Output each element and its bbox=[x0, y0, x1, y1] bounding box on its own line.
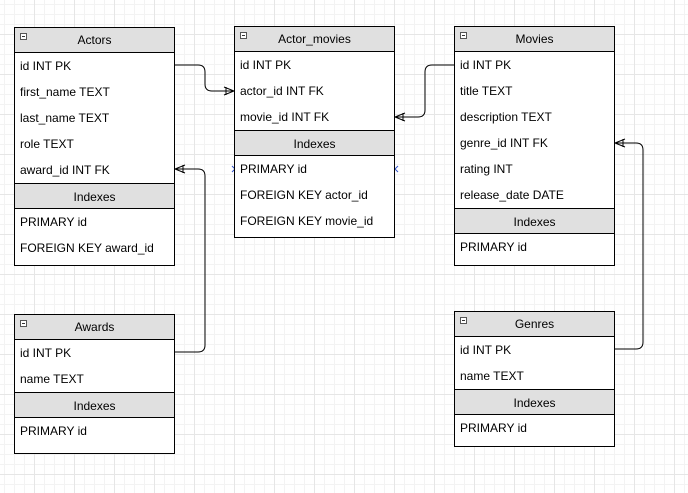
movies-indexes-header: Indexes bbox=[455, 208, 614, 234]
genres-field[interactable]: name TEXT bbox=[460, 369, 524, 383]
genres-field[interactable]: id INT PK bbox=[460, 343, 512, 357]
movies-header[interactable]: Movies bbox=[455, 27, 614, 52]
link-genres-movies bbox=[615, 142, 644, 350]
genres-indexes-header: Indexes bbox=[455, 389, 614, 415]
crowfoot-movies-genre-id bbox=[613, 138, 626, 148]
collapse-icon[interactable] bbox=[460, 32, 467, 39]
actor-movies-field[interactable]: actor_id INT FK bbox=[240, 84, 324, 98]
genres-table[interactable]: Genres id INT PK name TEXT Indexes PRIMA… bbox=[454, 311, 615, 447]
actor-movies-field[interactable]: movie_id INT FK bbox=[240, 110, 330, 124]
actors-indexes-header: Indexes bbox=[15, 183, 174, 209]
movies-field[interactable]: id INT PK bbox=[460, 58, 512, 72]
movies-table[interactable]: Movies id INT PK title TEXT description … bbox=[454, 26, 615, 266]
link-awards-actors bbox=[175, 168, 206, 353]
movies-field[interactable]: genre_id INT FK bbox=[460, 136, 548, 150]
awards-index[interactable]: PRIMARY id bbox=[20, 424, 87, 438]
actors-field[interactable]: first_name TEXT bbox=[20, 85, 110, 99]
awards-field[interactable]: name TEXT bbox=[20, 372, 84, 386]
actors-field[interactable]: id INT PK bbox=[20, 59, 72, 73]
movies-field[interactable]: release_date DATE bbox=[460, 188, 564, 202]
actors-title: Actors bbox=[77, 33, 112, 47]
movies-index[interactable]: PRIMARY id bbox=[460, 240, 527, 254]
awards-title: Awards bbox=[74, 320, 115, 334]
movies-field[interactable]: rating INT bbox=[460, 162, 513, 176]
genres-index[interactable]: PRIMARY id bbox=[460, 421, 527, 435]
crowfoot-actors-award-id bbox=[173, 164, 186, 174]
actor-movies-table[interactable]: Actor_movies id INT PK actor_id INT FK m… bbox=[234, 26, 395, 238]
awards-field[interactable]: id INT PK bbox=[20, 346, 72, 360]
actor-movies-title: Actor_movies bbox=[278, 32, 351, 46]
actors-header[interactable]: Actors bbox=[15, 28, 174, 53]
actors-index[interactable]: FOREIGN KEY award_id bbox=[20, 241, 154, 255]
actor-movies-index[interactable]: PRIMARY id bbox=[240, 162, 307, 176]
awards-header[interactable]: Awards bbox=[15, 315, 174, 340]
movies-field[interactable]: title TEXT bbox=[460, 84, 513, 98]
actor-movies-header[interactable]: Actor_movies bbox=[235, 27, 394, 52]
genres-title: Genres bbox=[514, 317, 555, 331]
collapse-icon[interactable] bbox=[20, 320, 27, 327]
genres-header[interactable]: Genres bbox=[455, 312, 614, 337]
collapse-icon[interactable] bbox=[20, 33, 27, 40]
actors-field[interactable]: role TEXT bbox=[20, 137, 74, 151]
actors-field[interactable]: last_name TEXT bbox=[20, 111, 110, 125]
actor-movies-index[interactable]: FOREIGN KEY actor_id bbox=[240, 188, 368, 202]
actors-index[interactable]: PRIMARY id bbox=[20, 215, 87, 229]
link-movies-actor-movies bbox=[395, 64, 454, 118]
collapse-icon[interactable] bbox=[460, 317, 467, 324]
actor-movies-field[interactable]: id INT PK bbox=[240, 58, 292, 72]
crowfoot-actor-movies-movie-id bbox=[393, 112, 406, 122]
actor-movies-indexes-header: Indexes bbox=[235, 130, 394, 156]
awards-indexes-header: Indexes bbox=[15, 392, 174, 418]
actor-movies-index[interactable]: FOREIGN KEY movie_id bbox=[240, 214, 374, 228]
actors-field[interactable]: award_id INT FK bbox=[20, 163, 110, 177]
awards-table[interactable]: Awards id INT PK name TEXT Indexes PRIMA… bbox=[14, 314, 175, 454]
actors-table[interactable]: Actors id INT PK first_name TEXT last_na… bbox=[14, 27, 175, 266]
link-actors-actor-movies bbox=[175, 64, 234, 92]
movies-field[interactable]: description TEXT bbox=[460, 110, 552, 124]
movies-title: Movies bbox=[515, 32, 554, 46]
collapse-icon[interactable] bbox=[240, 32, 247, 39]
